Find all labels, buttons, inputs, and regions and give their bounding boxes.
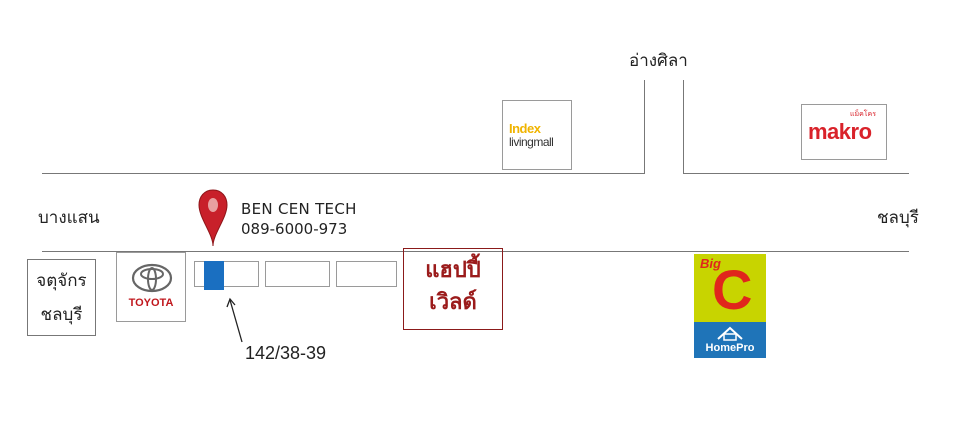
shop-unit-1 [194,261,259,287]
shop-unit-2 [265,261,330,287]
arrow-icon [226,296,246,344]
big-c-logo: Big C [694,254,766,322]
happy-world-box: แฮปปี้ เวิลด์ [403,248,503,330]
lower-road-line [42,251,909,252]
road-label-bangsaen: บางแสน [38,208,100,228]
toyota-logo-text: TOYOTA [128,297,174,309]
upper-road-left-line [42,173,644,174]
homepro-logo-text: HomePro [705,342,755,354]
side-road-left-line [644,80,645,174]
big-c-letter: C [712,258,753,321]
upper-road-right-line [683,173,909,174]
road-label-angsila: อ่างศิลา [629,51,688,71]
homepro-logo: HomePro [694,322,766,358]
happy-world-line1: แฮปปี้ [425,258,481,283]
business-name: BEN CEN TECH [241,200,357,218]
ben-cen-tech-highlight [204,261,224,290]
jatujak-chonburi-box: จตุจักร ชลบุรี [27,259,96,336]
toyota-logo: TOYOTA [116,252,186,322]
jatujak-label: จตุจักร [36,271,87,291]
index-logo-text: Index [509,121,541,136]
side-road-right-line [683,80,684,174]
happy-world-line2: เวิลด์ [429,290,477,315]
livingmall-logo-text: livingmall [509,135,554,149]
index-livingmall-logo: Index livingmall [502,100,572,170]
map-pin-icon [197,188,229,248]
business-phone: 089-6000-973 [241,220,348,238]
makro-thai-text: แม็คโคร [849,110,876,118]
shop-unit-3 [336,261,397,287]
house-icon [717,326,743,341]
makro-logo-text: makro [808,119,872,144]
chonburi-sub-label: ชลบุรี [40,305,83,325]
makro-logo: แม็คโคร makro [801,104,887,160]
big-c-small-text: Big [700,256,721,271]
toyota-emblem-icon [131,263,173,293]
business-address: 142/38-39 [245,343,327,363]
road-label-chonburi: ชลบุรี [877,208,919,228]
